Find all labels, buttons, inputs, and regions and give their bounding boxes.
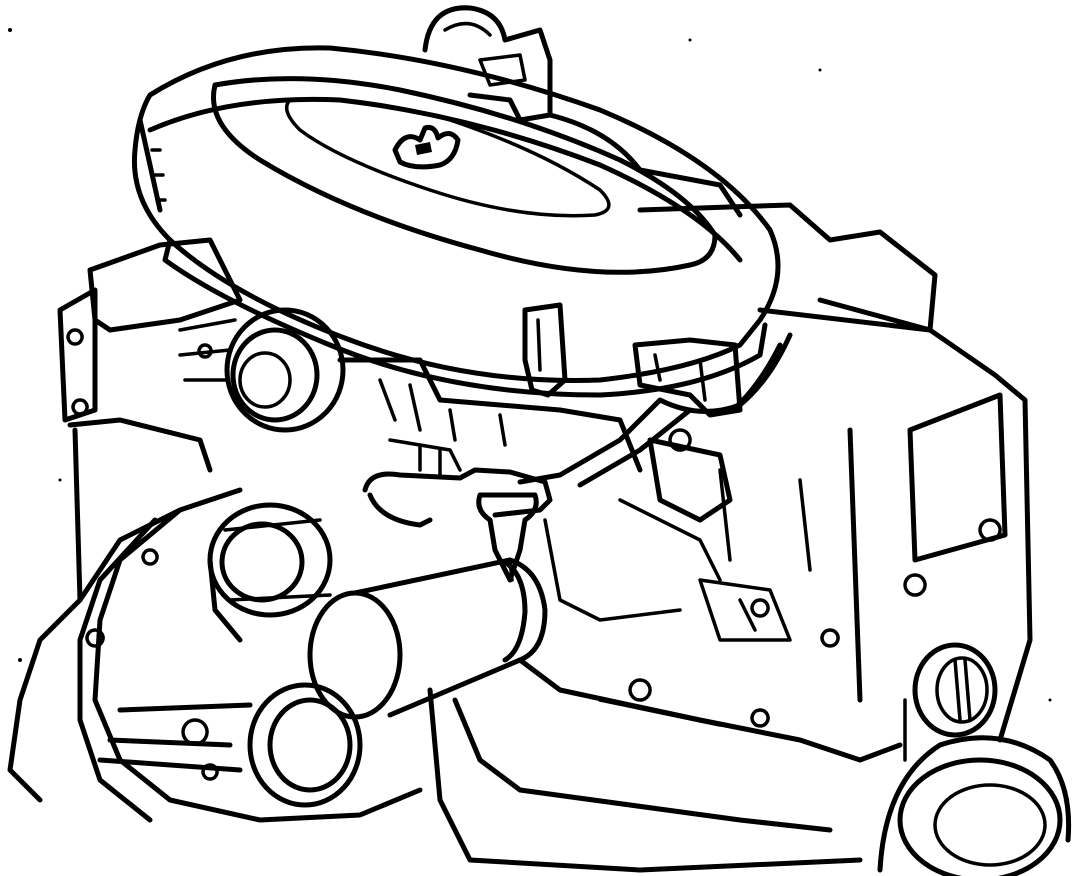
vacuum-hose — [517, 332, 793, 488]
cylinder-block — [427, 468, 903, 873]
water-pump-pulley — [207, 502, 333, 643]
air-cleaner-clamp — [522, 302, 568, 398]
cylinder-head-right — [637, 202, 1033, 743]
flywheel-housing — [877, 698, 1072, 876]
starter-motor — [912, 642, 998, 738]
exhaust-manifold — [618, 428, 733, 582]
carburetor — [337, 357, 643, 473]
distributor — [422, 5, 743, 218]
air-cleaner-wing-nut — [392, 125, 461, 170]
scan-specks — [8, 28, 1052, 702]
timing-cover — [77, 507, 423, 823]
alternator-pulley — [178, 307, 346, 433]
cylinder-head-left — [7, 237, 243, 803]
air-cleaner-bracket — [632, 337, 743, 418]
crankshaft-pulley — [97, 682, 363, 808]
oil-filter — [307, 557, 548, 720]
air-cleaner-housing — [131, 45, 781, 398]
